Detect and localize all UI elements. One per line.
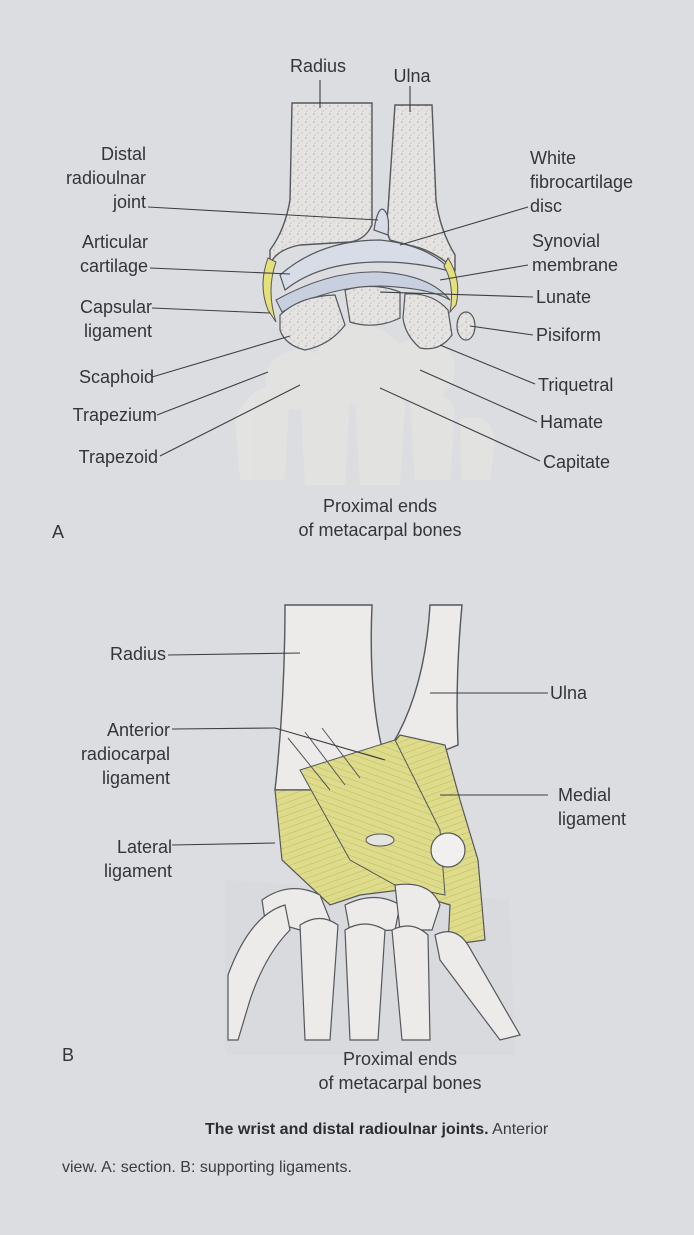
figure-caption-line2: view. A: section. B: supporting ligament… bbox=[62, 1159, 352, 1176]
articular-cartilage-shape bbox=[275, 271, 451, 313]
label-distal-radioulnar-joint: Distal radioulnar joint bbox=[65, 144, 146, 212]
scaphoid-tubercle bbox=[365, 833, 395, 847]
distal-radioulnar-joint-shape bbox=[373, 208, 390, 236]
label-ulna-a: Ulna bbox=[393, 66, 431, 86]
figure-caption-rest: Anterior bbox=[488, 1121, 549, 1138]
label-hamate: Hamate bbox=[540, 412, 604, 432]
pisiform-bone bbox=[456, 311, 476, 341]
faded-metacarpal-bones bbox=[235, 325, 495, 485]
metacarpal-bones bbox=[227, 904, 521, 1041]
label-white-fibrocartilage-disc: White fibrocartilage disc bbox=[530, 148, 634, 216]
label-pisiform: Pisiform bbox=[536, 325, 602, 345]
label-capitate: Capitate bbox=[543, 452, 611, 472]
proximal-carpal-bones bbox=[279, 285, 453, 351]
label-medial-ligament: Medial ligament bbox=[558, 785, 627, 829]
label-radius-b: Radius bbox=[109, 644, 166, 664]
label-scaphoid: Scaphoid bbox=[78, 367, 154, 387]
pisiform-ball bbox=[430, 832, 466, 868]
anterior-radiocarpal-ligament-shape bbox=[299, 739, 446, 896]
label-lateral-ligament: Lateral ligament bbox=[103, 837, 172, 881]
label-anterior-radiocarpal-ligament: Anterior radiocarpal ligament bbox=[80, 720, 170, 788]
panel-a-letter: A bbox=[52, 522, 65, 542]
synovial-membrane-left bbox=[262, 257, 277, 323]
label-metacarpal-ends-a: Proximal ends of metacarpal bones bbox=[298, 496, 462, 540]
radius-bone-section bbox=[269, 102, 373, 266]
label-articular-cartilage: Articular cartilage bbox=[79, 232, 148, 276]
panel-b-leader-lines bbox=[167, 652, 548, 846]
panel-a-leader-lines bbox=[147, 80, 541, 462]
wrist-ligaments-diagram bbox=[167, 604, 548, 1055]
label-radius-a: Radius bbox=[289, 56, 347, 76]
radius-hatch bbox=[287, 727, 361, 791]
figure-caption-line1: The wrist and distal radioulnar joints. … bbox=[205, 1118, 548, 1142]
panel-b-letter: B bbox=[62, 1045, 75, 1065]
label-trapezium: Trapezium bbox=[72, 405, 157, 425]
label-metacarpal-ends-b: Proximal ends of metacarpal bones bbox=[318, 1049, 482, 1093]
label-capsular-ligament: Capsular ligament bbox=[79, 297, 152, 341]
label-lunate: Lunate bbox=[536, 287, 592, 307]
distal-carpal-bones bbox=[261, 883, 441, 933]
figure-caption-title: The wrist and distal radioulnar joints. bbox=[205, 1121, 489, 1138]
label-ulna-b: Ulna bbox=[550, 683, 588, 703]
label-trapezoid: Trapezoid bbox=[78, 447, 158, 467]
label-triquetral: Triquetral bbox=[538, 375, 614, 395]
label-synovial-membrane: Synovial membrane bbox=[532, 231, 619, 275]
synovial-membrane-right bbox=[443, 256, 459, 314]
